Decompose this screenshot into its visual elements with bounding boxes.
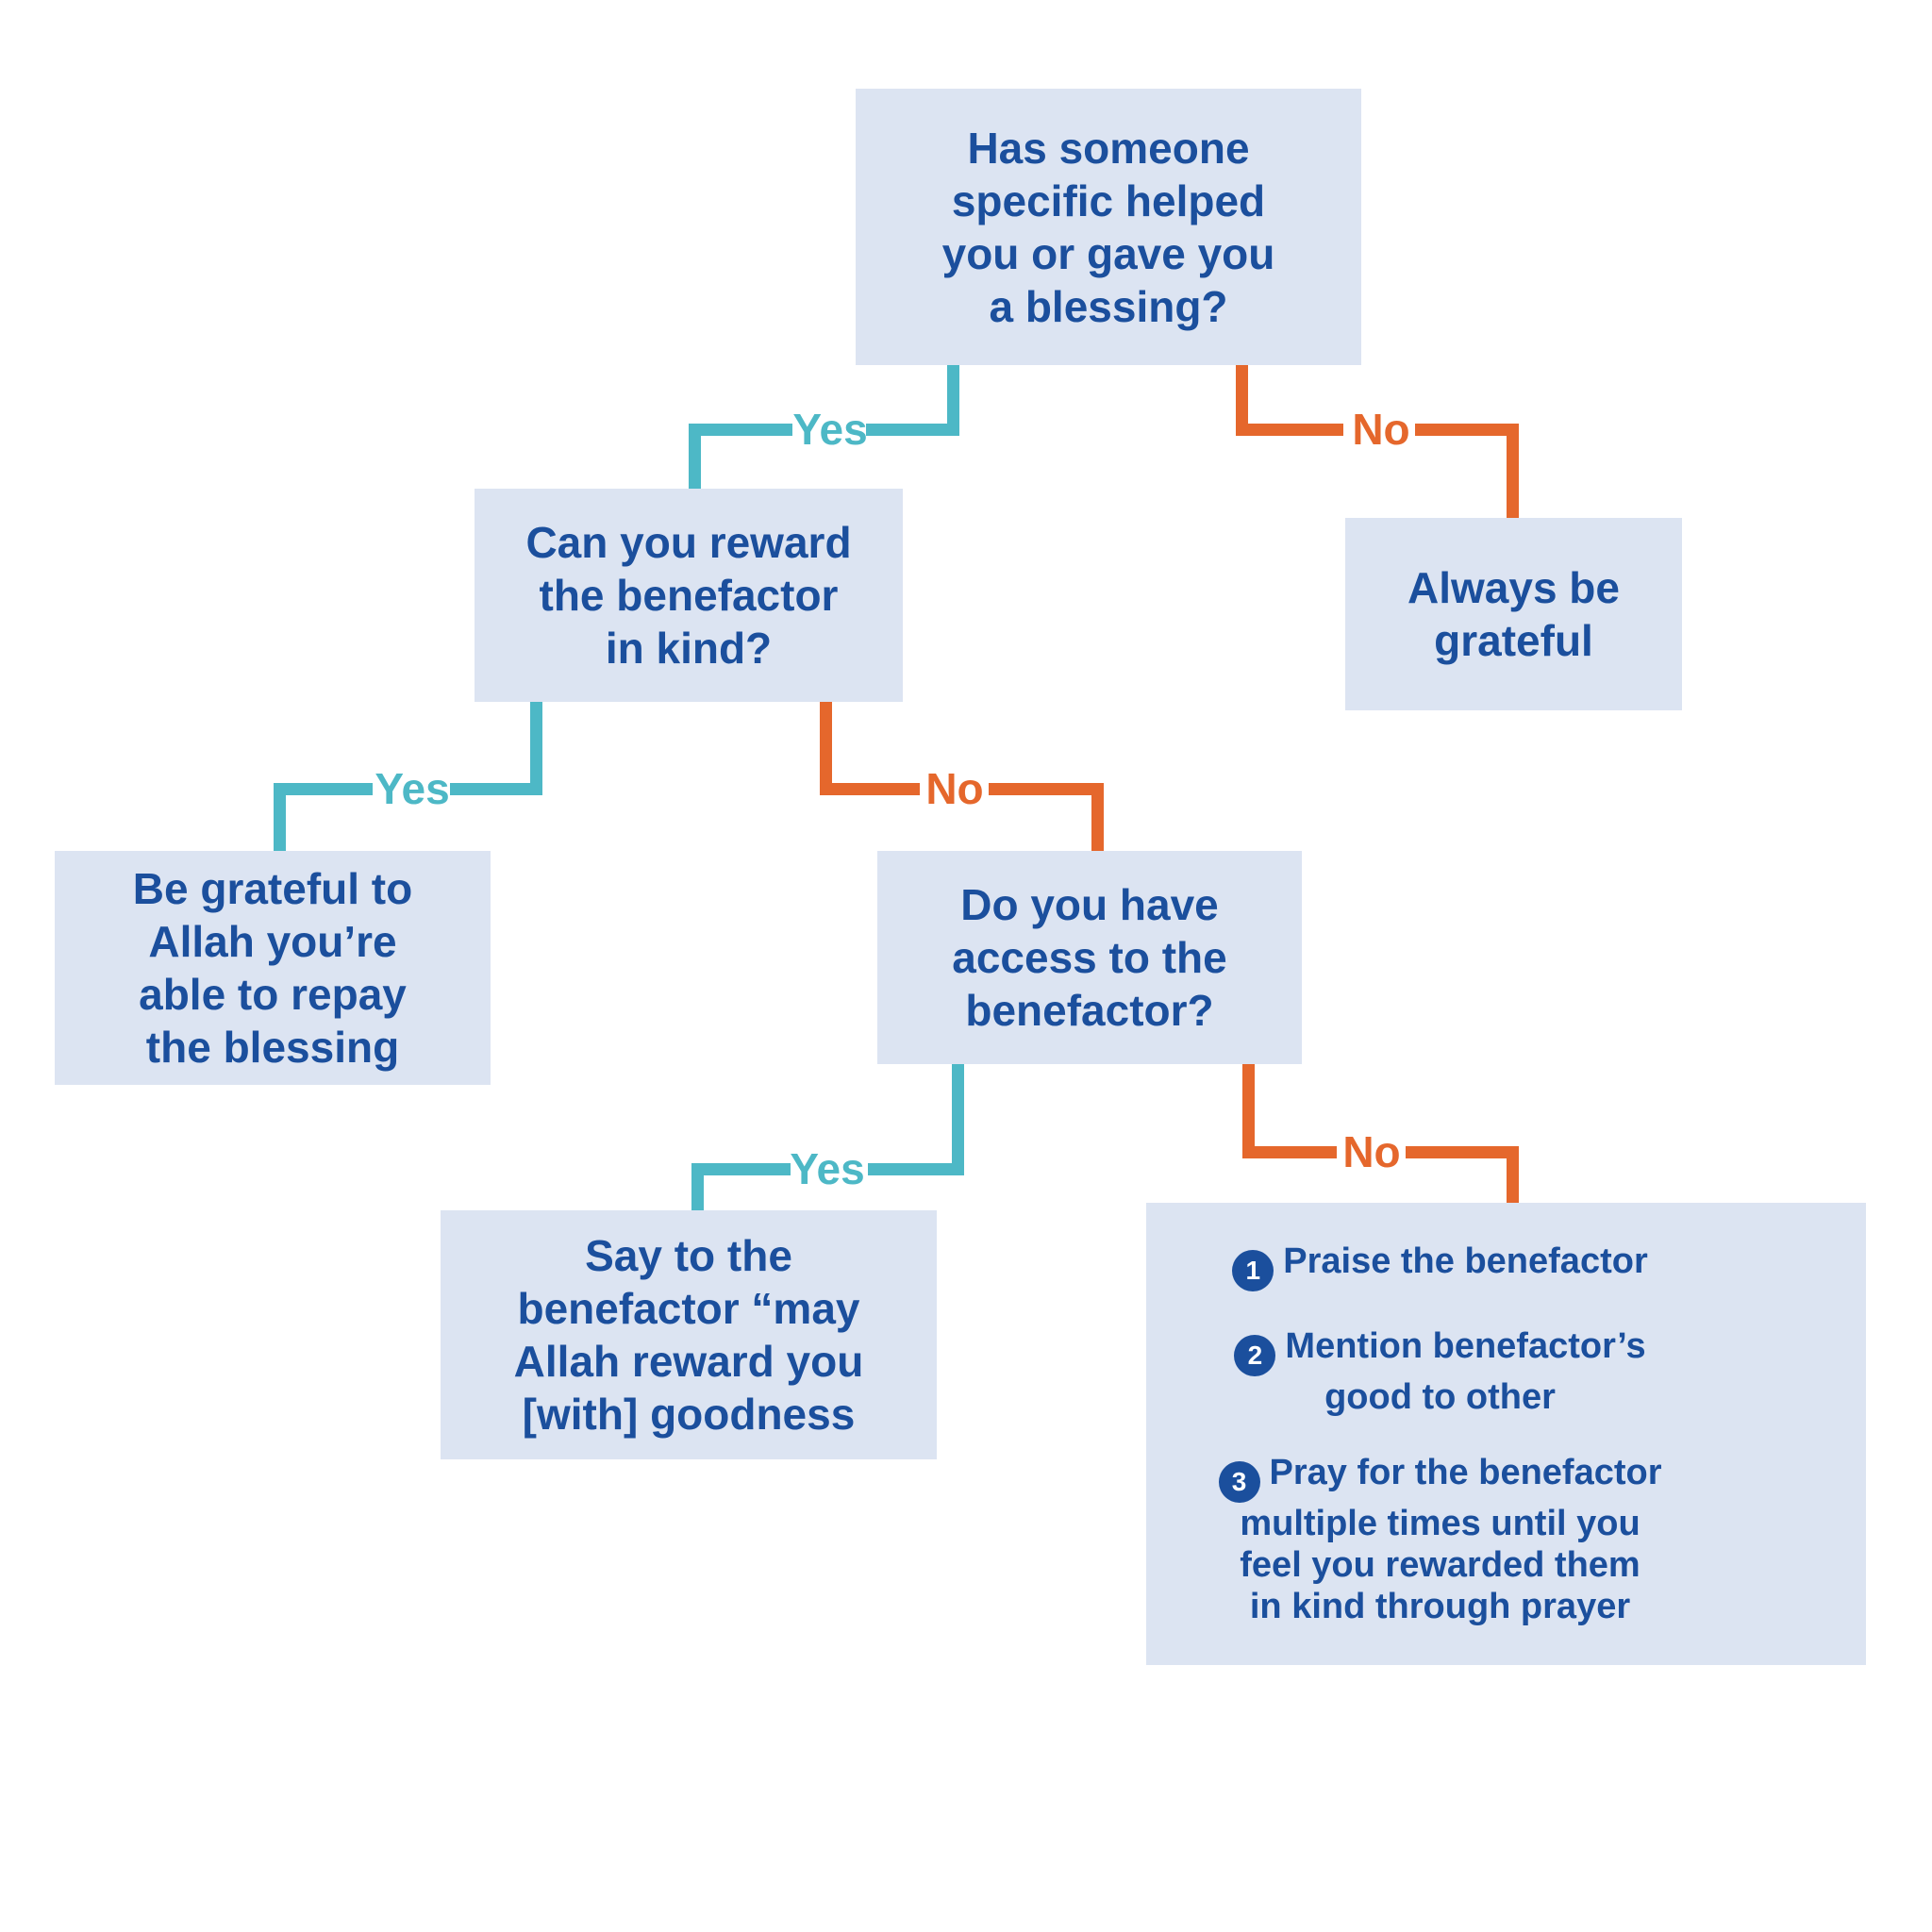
connector-yes2-vertical-from-parent: [530, 702, 542, 795]
connector-yes2-horizontal-right: [450, 783, 542, 795]
connector-yes1-vertical-to-child: [689, 424, 701, 493]
node-access-question: Do you have access to the benefactor?: [877, 851, 1302, 1064]
connector-yes3-vertical-from-parent: [952, 1064, 964, 1175]
connector-yes3-horizontal-left: [691, 1163, 791, 1175]
node-say-reward: Say to the benefactor “may Allah reward …: [441, 1210, 937, 1459]
step-number-badge-2: 2: [1234, 1335, 1276, 1376]
connector-yes2-horizontal-left: [274, 783, 373, 795]
node-grateful-allah: Be grateful to Allah you’re able to repa…: [55, 851, 491, 1085]
connector-no3-vertical-from-parent: [1242, 1064, 1255, 1158]
connector-yes1-horizontal-left: [689, 424, 792, 436]
node-root-question: Has someone specific helped you or gave …: [856, 89, 1361, 365]
connector-no1-vertical-to-child: [1507, 424, 1519, 523]
node-reward-question: Can you reward the benefactor in kind?: [475, 489, 903, 702]
node-say-reward-text: Say to the benefactor “may Allah reward …: [513, 1231, 864, 1439]
step-text-2: Mention benefactor’s good to other: [1285, 1326, 1646, 1417]
node-reward-question-text: Can you reward the benefactor in kind?: [525, 518, 852, 673]
connector-no1-horizontal-left: [1236, 424, 1343, 436]
connector-no3-vertical-to-child: [1507, 1146, 1519, 1209]
connector-no2-vertical-to-child: [1091, 783, 1104, 856]
connector-yes1-vertical-from-parent: [947, 365, 959, 436]
no-label-2: No: [925, 764, 984, 813]
yes-label-1: Yes: [792, 405, 868, 454]
connector-yes3-vertical-to-child: [691, 1163, 704, 1217]
connector-no3-horizontal-left: [1242, 1146, 1337, 1158]
no-label-3: No: [1342, 1127, 1401, 1176]
node-access-question-text: Do you have access to the benefactor?: [952, 880, 1227, 1035]
node-grateful-allah-text: Be grateful to Allah you’re able to repa…: [132, 864, 413, 1072]
step-text-3: Pray for the benefactor multiple times u…: [1240, 1453, 1662, 1626]
connector-no2-vertical-from-parent: [820, 702, 832, 795]
yes-label-2: Yes: [375, 764, 450, 813]
step-text-1: Praise the benefactor: [1283, 1241, 1648, 1281]
connector-no1-horizontal-right: [1415, 424, 1519, 436]
connector-no2-horizontal-right: [989, 783, 1104, 795]
node-always-grateful-text: Always be grateful: [1407, 563, 1620, 665]
connector-no1-vertical-from-parent: [1236, 365, 1248, 436]
step-number-badge-3: 3: [1218, 1461, 1260, 1503]
connector-yes3-horizontal-right: [868, 1163, 964, 1175]
no-label-1: No: [1352, 405, 1410, 454]
connector-yes2-vertical-to-child: [274, 783, 286, 856]
yes-label-3: Yes: [790, 1144, 865, 1193]
node-root-question-text: Has someone specific helped you or gave …: [941, 123, 1275, 331]
node-always-grateful: Always be grateful: [1345, 518, 1682, 710]
step-number-badge-1: 1: [1232, 1250, 1274, 1291]
connector-yes1-horizontal-right: [866, 424, 959, 436]
connector-no3-horizontal-right: [1406, 1146, 1519, 1158]
connector-no2-horizontal-left: [820, 783, 920, 795]
